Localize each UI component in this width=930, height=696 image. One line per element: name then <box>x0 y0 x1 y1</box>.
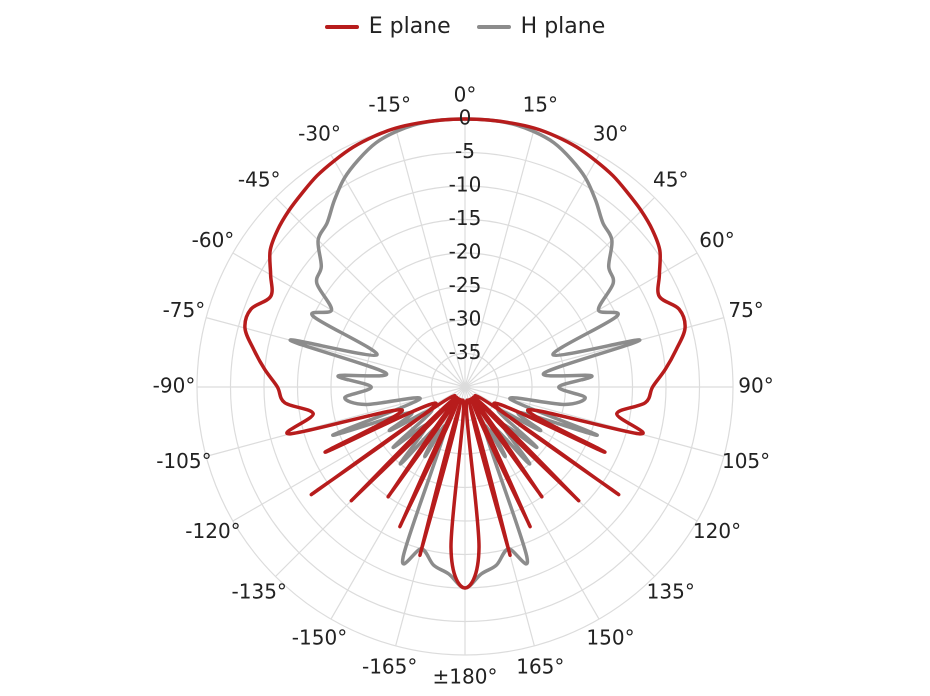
radial-tick-label: 0 <box>459 106 472 130</box>
legend-item-h-plane[interactable]: H plane <box>476 14 606 39</box>
angle-tick-label: 15° <box>523 92 558 116</box>
grid-spoke <box>395 127 466 388</box>
legend: E plane H plane <box>0 14 930 39</box>
angle-tick-label: 165° <box>516 655 564 679</box>
series-layer <box>243 117 687 590</box>
angle-tick-label: -30° <box>298 121 341 145</box>
legend-swatch-h-plane <box>476 24 511 29</box>
grid-spoke <box>330 154 466 388</box>
grid-spoke <box>275 197 466 388</box>
series-line-e-plane <box>243 117 687 590</box>
angle-tick-label: -105° <box>156 449 211 473</box>
angle-tick-label: -45° <box>238 168 281 192</box>
angle-tick-label: 90° <box>738 374 773 398</box>
angle-tick-label: -150° <box>292 626 347 650</box>
angle-tick-label: -90° <box>153 374 196 398</box>
angle-tick-label: 45° <box>653 168 688 192</box>
grid-spoke <box>464 386 698 522</box>
angle-tick-label: 60° <box>699 228 734 252</box>
angle-tick-label: 150° <box>586 626 634 650</box>
tick-labels: 0° 15° 30° 45° 60° 75° 90° 105° 120° 135° 150° 165°… <box>153 83 774 689</box>
radial-tick-label: -15 <box>449 206 482 230</box>
radial-tick-label: -30 <box>449 307 482 331</box>
legend-item-e-plane[interactable]: E plane <box>324 14 451 39</box>
radial-tick-label: -5 <box>455 139 475 163</box>
angle-tick-label: -165° <box>362 655 417 679</box>
radial-tick-label: -10 <box>449 173 482 197</box>
angle-tick-label: 30° <box>593 121 628 145</box>
angle-tick-label: -75° <box>163 298 206 322</box>
legend-label-h-plane: H plane <box>520 14 606 39</box>
angle-tick-label: 75° <box>728 298 763 322</box>
grid-spoke <box>232 386 466 522</box>
angle-tick-label: 0° <box>454 83 477 107</box>
grid-spoke <box>232 252 466 388</box>
grid-spoke <box>464 154 600 388</box>
angle-tick-label: -120° <box>185 519 240 543</box>
grid-spoke <box>464 317 725 388</box>
legend-label-e-plane: E plane <box>368 14 451 39</box>
radial-tick-label: -35 <box>449 340 482 364</box>
radial-tick-label: -20 <box>449 240 482 264</box>
grid-spoke <box>464 252 698 388</box>
angle-tick-label: 120° <box>693 519 741 543</box>
angle-tick-label: ±180° <box>433 665 498 689</box>
angle-tick-label: -15° <box>368 92 411 116</box>
angle-tick-label: 135° <box>647 579 695 603</box>
grid-spoke <box>464 197 655 388</box>
grid-spoke <box>205 317 466 388</box>
angle-tick-label: -60° <box>192 228 235 252</box>
grid-spoke <box>464 127 535 388</box>
angle-tick-label: -135° <box>232 579 287 603</box>
radial-tick-label: -25 <box>449 273 482 297</box>
angle-tick-label: 105° <box>722 449 770 473</box>
legend-swatch-e-plane <box>324 24 359 29</box>
